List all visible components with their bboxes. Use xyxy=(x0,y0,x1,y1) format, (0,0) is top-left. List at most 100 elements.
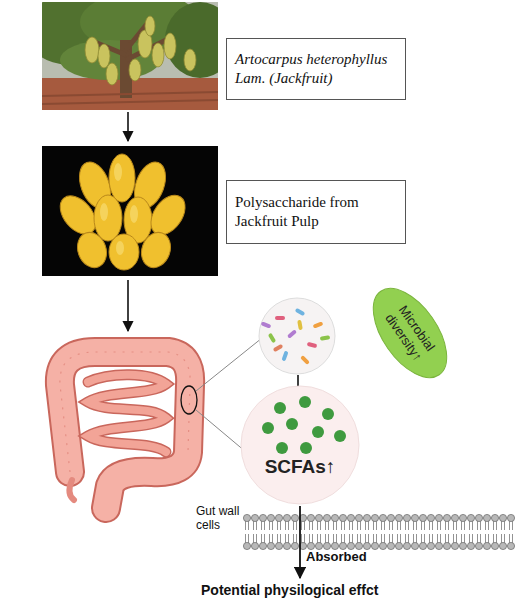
label-box: Polysaccharide from Jackfruit Pulp xyxy=(226,180,406,244)
lipid-head xyxy=(491,542,498,549)
scfa-molecule xyxy=(286,418,298,430)
lipid-head xyxy=(355,542,362,549)
small-intestine xyxy=(88,375,166,452)
intestine-illustration xyxy=(60,352,197,508)
zoom-line xyxy=(196,338,262,391)
colon xyxy=(60,352,190,508)
lipid-head xyxy=(507,542,514,549)
lipid-head xyxy=(331,514,338,521)
lipid-tail xyxy=(430,520,433,544)
lipid-head xyxy=(307,514,314,521)
microbe xyxy=(297,320,303,331)
node-label: Artocarpus heterophyllus Lam. (Jackfruit… xyxy=(235,50,397,88)
lipid-tail xyxy=(342,520,345,544)
lipid-tail xyxy=(406,520,409,544)
lipid-head xyxy=(427,542,434,549)
pulp-bulbs xyxy=(53,154,192,272)
colon-outline xyxy=(60,352,190,508)
lipid-head xyxy=(451,514,458,521)
flow-arrow xyxy=(127,112,129,141)
lipid-head xyxy=(275,542,282,549)
bulb-highlight xyxy=(100,163,138,255)
scfa-molecule xyxy=(300,442,312,454)
lipid-head xyxy=(315,542,322,549)
scfa-molecule xyxy=(274,402,286,414)
scfa-molecule xyxy=(276,442,288,454)
lipid-tail xyxy=(390,520,393,544)
scfa-molecule xyxy=(262,422,274,434)
lipid-head xyxy=(371,514,378,521)
node-fill xyxy=(359,276,462,391)
lipid-tail xyxy=(446,520,449,544)
microbe xyxy=(287,329,297,338)
lipid-tail xyxy=(254,520,257,544)
lipid-head xyxy=(507,514,514,521)
microbe xyxy=(268,333,276,344)
lipid-head xyxy=(331,542,338,549)
lipid-head xyxy=(403,514,410,521)
microbe xyxy=(320,335,331,341)
lipid-head xyxy=(435,542,442,549)
lipid-tail xyxy=(302,520,305,544)
tree-photo xyxy=(42,2,218,110)
lipid-tail xyxy=(350,520,353,544)
lipid-tail xyxy=(438,520,441,544)
photo-background xyxy=(42,146,218,276)
lipid-head xyxy=(379,542,386,549)
lipid-head xyxy=(267,542,274,549)
lipid-head xyxy=(323,514,330,521)
lipid-head xyxy=(259,514,266,521)
lipid-head xyxy=(339,514,346,521)
small-intestine-outline xyxy=(88,375,166,452)
lipid-tail xyxy=(318,520,321,544)
lipid-head xyxy=(315,514,322,521)
lipid-head xyxy=(435,514,442,521)
scfa-molecule xyxy=(299,396,311,408)
lipid-head xyxy=(443,542,450,549)
soil-furrow xyxy=(42,92,218,104)
lipid-tail xyxy=(382,520,385,544)
lipid-head xyxy=(419,542,426,549)
label-box: Artocarpus heterophyllus Lam. (Jackfruit… xyxy=(226,38,406,100)
lipid-head xyxy=(259,542,266,549)
appendix xyxy=(69,480,74,500)
lipid-head xyxy=(283,514,290,521)
lipid-head xyxy=(379,514,386,521)
lipid-head xyxy=(451,542,458,549)
microbe xyxy=(313,321,324,328)
lipid-tail xyxy=(246,520,249,544)
scfa-molecule xyxy=(334,430,346,442)
lipid-head xyxy=(339,542,346,549)
node-fill xyxy=(241,386,359,504)
lipid-bilayer xyxy=(243,514,514,549)
lipid-head xyxy=(403,542,410,549)
lipid-tail xyxy=(502,520,505,544)
lipid-head xyxy=(363,542,370,549)
lipid-head xyxy=(475,514,482,521)
tree-canopy xyxy=(165,2,218,78)
lipid-head xyxy=(291,514,298,521)
lipid-tail xyxy=(478,520,481,544)
lipid-head xyxy=(499,514,506,521)
lipid-tail xyxy=(270,520,273,544)
lipid-head xyxy=(243,514,250,521)
lipid-head xyxy=(291,542,298,549)
microbiota-circle xyxy=(259,298,335,374)
lipid-head xyxy=(267,514,274,521)
lipid-head xyxy=(307,542,314,549)
lipid-head xyxy=(323,542,330,549)
lipid-head xyxy=(427,514,434,521)
lipid-head xyxy=(419,514,426,521)
node-label: SCFAs↑ xyxy=(265,455,336,479)
jackfruit-fruits xyxy=(85,16,196,85)
outcome-label: Potential physilogical effct xyxy=(201,582,501,599)
node-label: Polysaccharide from Jackfruit Pulp xyxy=(235,193,397,231)
process-label: Absorbed xyxy=(306,549,396,565)
membrane-label: Gut wall cells xyxy=(196,504,248,533)
lipid-head xyxy=(347,514,354,521)
lipid-tail xyxy=(422,520,425,544)
lipid-tail xyxy=(310,520,313,544)
microbe xyxy=(273,344,284,352)
lipid-tail xyxy=(470,520,473,544)
